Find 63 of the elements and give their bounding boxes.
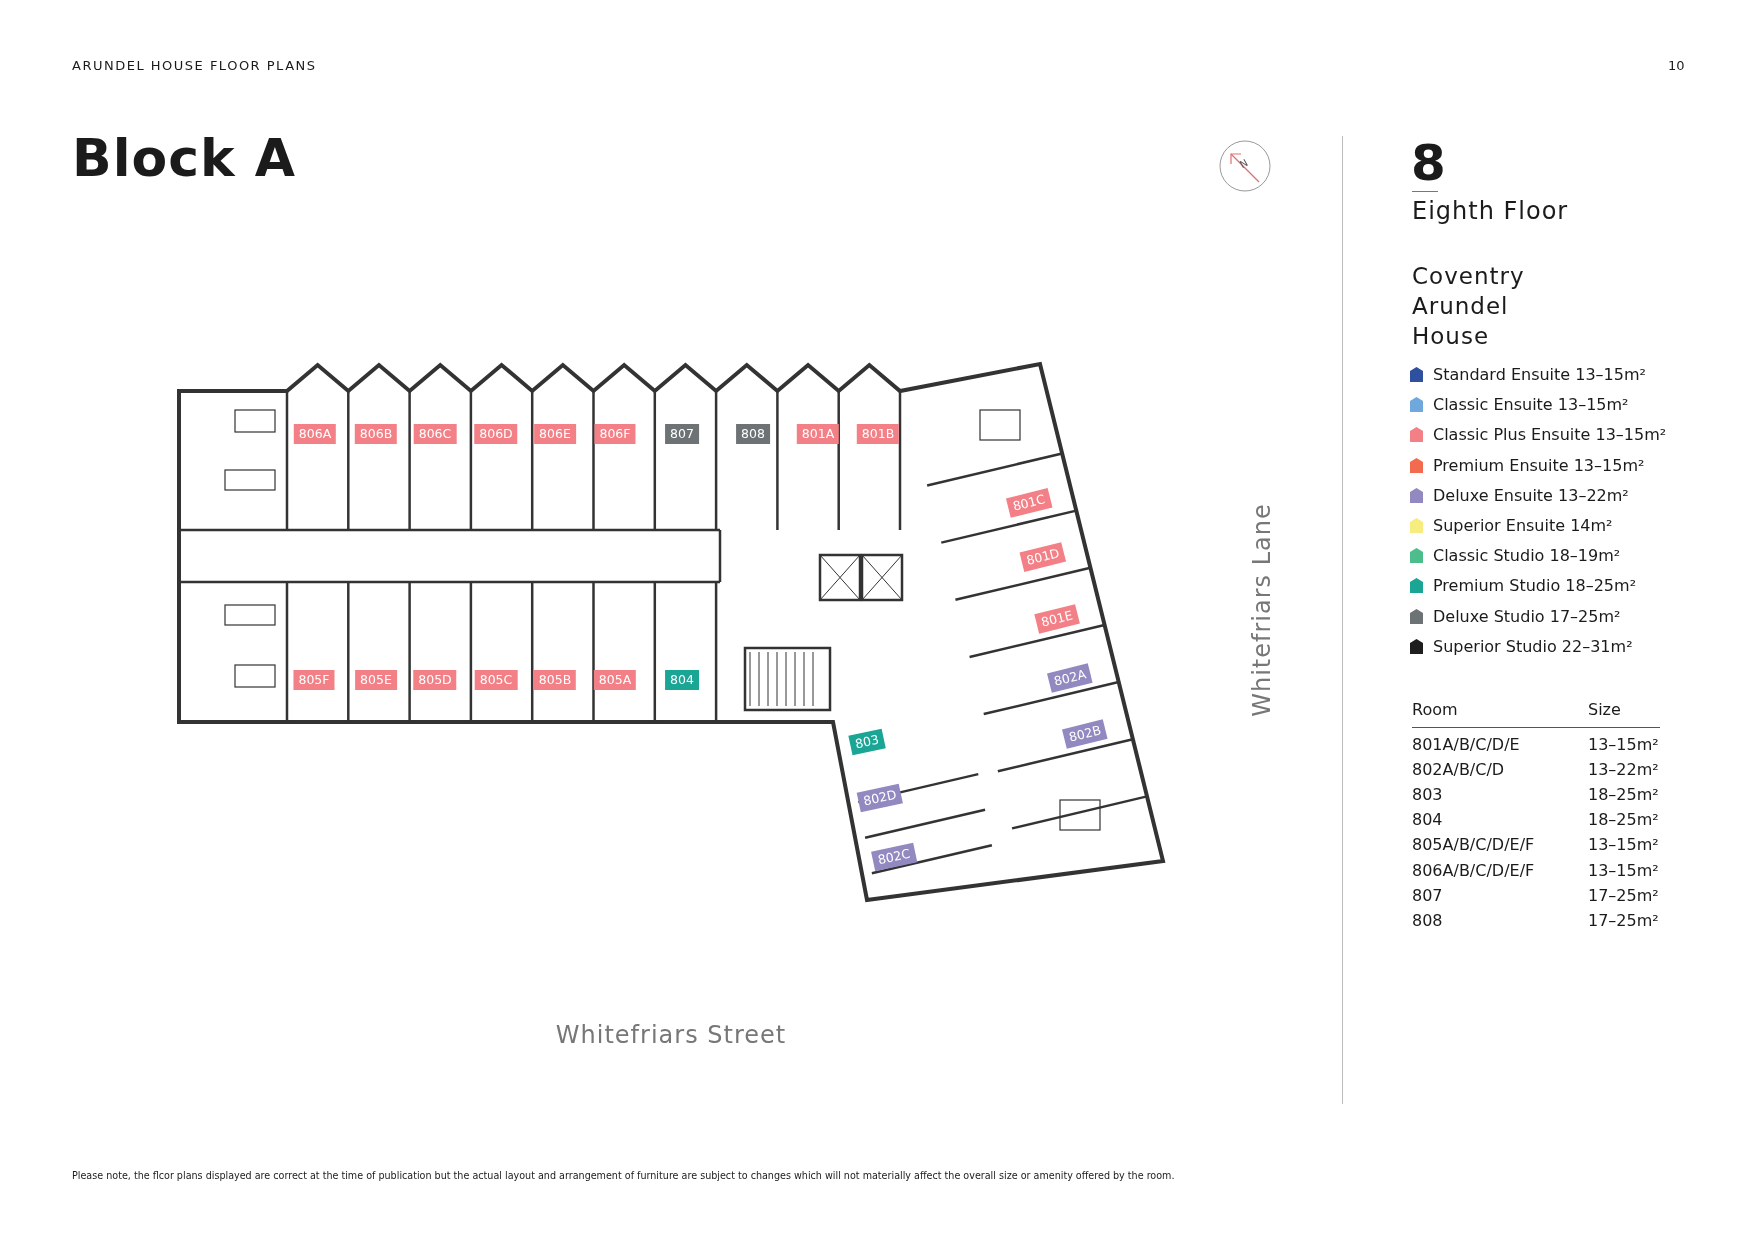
room-tag: 805A — [593, 670, 637, 690]
room-tag: 802B — [1062, 719, 1108, 749]
table-header: Size — [1588, 700, 1621, 719]
room-tag: 801E — [1034, 604, 1080, 634]
room-tag: 808 — [736, 424, 770, 444]
floor-number: 8 — [1411, 138, 1446, 188]
room-tag: 806E — [534, 424, 576, 444]
legend-text: Classic Ensuite 13–15m² — [1433, 395, 1629, 415]
room-tag: 801D — [1019, 542, 1067, 572]
legend-text: Premium Ensuite 13–15m² — [1433, 455, 1645, 475]
room-tag: 807 — [665, 424, 699, 444]
room-tag: 805C — [474, 670, 518, 690]
table-cell: 804 — [1412, 810, 1443, 830]
room-tag: 806D — [474, 424, 518, 444]
table-cell: 18–25m² — [1588, 785, 1659, 805]
table-cell: 807 — [1412, 885, 1443, 905]
room-tag: 801B — [856, 424, 900, 444]
legend-text: Premium Studio 18–25m² — [1433, 576, 1637, 596]
page-title: Block A — [72, 128, 296, 188]
table-cell: 17–25m² — [1588, 910, 1659, 930]
street-name: Whitefriars Lane — [1248, 503, 1276, 717]
table-header: Room — [1412, 700, 1458, 719]
table-cell: 13–15m² — [1588, 835, 1659, 855]
table-cell: 18–25m² — [1588, 810, 1659, 830]
room-tag: 805B — [533, 670, 577, 690]
legend-text: Classic Studio 18–19m² — [1433, 546, 1621, 566]
disclaimer-note: Please note, the flcor plans displayed are correct at the time of publication but the actual layout and arrangement of furniture are subject to changes which will not materially affect the overall size or amenity offered by the room. — [72, 1170, 1175, 1181]
room-tag: 804 — [665, 670, 699, 690]
street-name: Whitefriars Street — [555, 1021, 787, 1049]
document-header: ARUNDEL HOUSE FLOOR PLANS — [72, 58, 317, 73]
legend-text: Deluxe Ensuite 13–22m² — [1433, 485, 1629, 505]
table-cell: 13–22m² — [1588, 760, 1659, 780]
room-tag: 806B — [354, 424, 398, 444]
table-cell: 13–15m² — [1588, 735, 1659, 754]
room-tag: 801A — [796, 424, 840, 444]
legend-text: Superior Studio 22–31m² — [1433, 636, 1633, 656]
room-tag: 805D — [413, 670, 457, 690]
room-tag: 806F — [594, 424, 636, 444]
room-tag: 805E — [355, 670, 397, 690]
legend-text: Classic Plus Ensuite 13–15m² — [1433, 425, 1667, 445]
page-number: 10 — [1668, 58, 1685, 73]
table-cell: 805A/B/C/D/E/F — [1412, 835, 1535, 855]
room-tag: 801C — [1005, 488, 1053, 518]
table-cell: 13–15m² — [1588, 860, 1659, 880]
table-cell: 806A/B/C/D/E/F — [1412, 860, 1535, 880]
room-tag: 802C — [871, 842, 917, 872]
room-tag: 802A — [1047, 663, 1093, 693]
legend-text: Superior Ensuite 14m² — [1433, 516, 1613, 535]
room-tag: 805F — [293, 670, 335, 690]
room-tag: 802D — [856, 783, 904, 813]
table-cell: 801A/B/C/D/E — [1412, 735, 1520, 754]
table-cell: 17–25m² — [1588, 885, 1659, 905]
legend-text: Standard Ensuite 13–15m² — [1433, 365, 1646, 384]
floor-name: Eighth Floor — [1412, 197, 1569, 225]
building-name: Coventry Arundel House — [1412, 262, 1526, 351]
north-label: N — [1237, 156, 1250, 171]
table-cell: 802A/B/C/D — [1412, 760, 1505, 780]
legend-text: Deluxe Studio 17–25m² — [1433, 606, 1621, 626]
table-cell: 803 — [1412, 785, 1443, 805]
room-tag: 803 — [848, 728, 886, 756]
room-tag: 806C — [413, 424, 457, 444]
table-cell: 808 — [1412, 910, 1443, 930]
room-tag: 806A — [293, 424, 337, 444]
